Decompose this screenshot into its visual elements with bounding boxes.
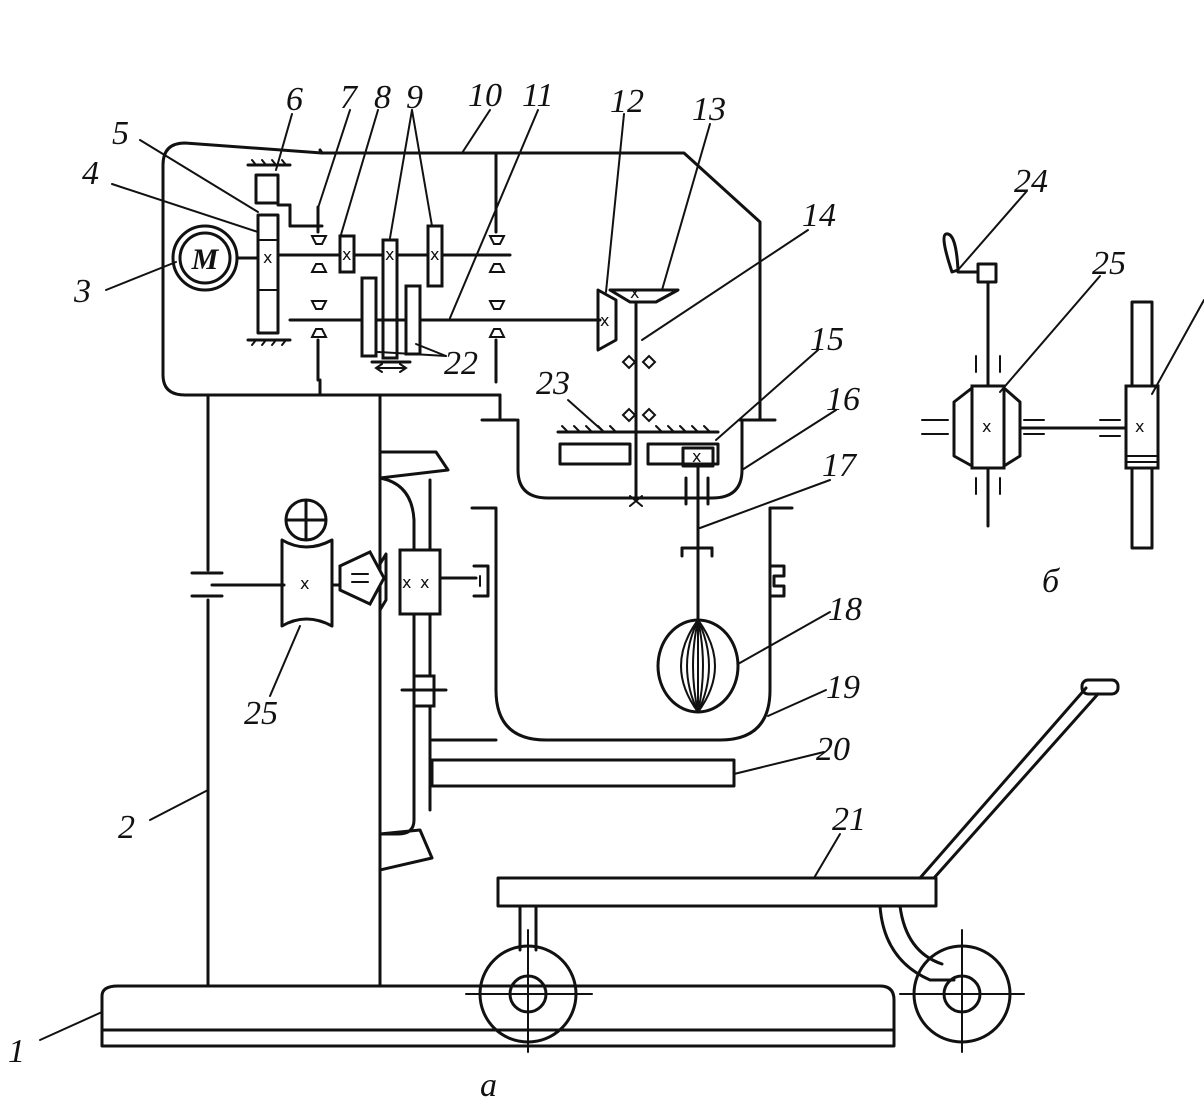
planetary-carrier: x [516,418,744,534]
label-18: 18 [828,591,862,628]
svg-text:x: x [430,245,439,264]
label-19: 19 [826,669,860,706]
caption-a: а [480,1067,497,1104]
label-14: 14 [802,197,836,234]
label-24: 24 [1014,163,1048,200]
callout-labels: 1 2 3 4 5 6 7 8 9 10 11 12 13 14 15 16 1… [8,77,1126,1104]
whisk [656,530,740,714]
motor-gear-pair: x [246,159,324,346]
svg-text:x: x [385,245,394,264]
label-10: 10 [468,77,502,114]
label-9: 9 [406,79,423,116]
label-12: 12 [610,83,644,120]
bowl [470,506,794,742]
svg-text:x: x [982,417,991,436]
worm-gear-25: x [280,498,342,628]
column [206,393,382,988]
detail-b: x x [921,232,1160,550]
caption-b: б [1042,563,1061,600]
leader-lines [39,109,1204,1041]
lower-shaft [288,276,602,384]
label-6: 6 [286,81,303,118]
label-25-detail: 25 [1092,245,1126,282]
svg-text:x: x [600,311,609,330]
label-4: 4 [82,155,99,192]
trolley [465,678,1120,1053]
label-20: 20 [816,731,850,768]
label-22: 22 [444,345,478,382]
label-1: 1 [8,1033,25,1070]
head-housing [161,141,777,422]
upper-shaft: x x x [276,151,512,360]
svg-text:x: x [630,283,639,302]
label-21: 21 [832,801,866,838]
label-8: 8 [374,79,391,116]
motor-symbol: M [191,243,220,276]
label-23: 23 [536,365,570,402]
svg-text:x: x [402,573,411,592]
label-15: 15 [810,321,844,358]
electric-motor: M [171,224,260,292]
label-3: 3 [73,273,91,310]
label-5: 5 [112,115,129,152]
svg-text:x: x [1135,417,1144,436]
label-17: 17 [822,447,858,484]
label-11: 11 [522,77,553,114]
bevel-gears: x x [596,283,680,507]
svg-text:x: x [420,573,429,592]
label-16: 16 [826,381,860,418]
svg-text:x: x [342,245,351,264]
label-7: 7 [340,79,359,116]
svg-text:x: x [692,447,701,466]
label-13: 13 [692,91,726,128]
svg-text:x: x [263,248,272,267]
label-25: 25 [244,695,278,732]
svg-text:x: x [300,574,309,593]
label-2: 2 [118,809,135,846]
